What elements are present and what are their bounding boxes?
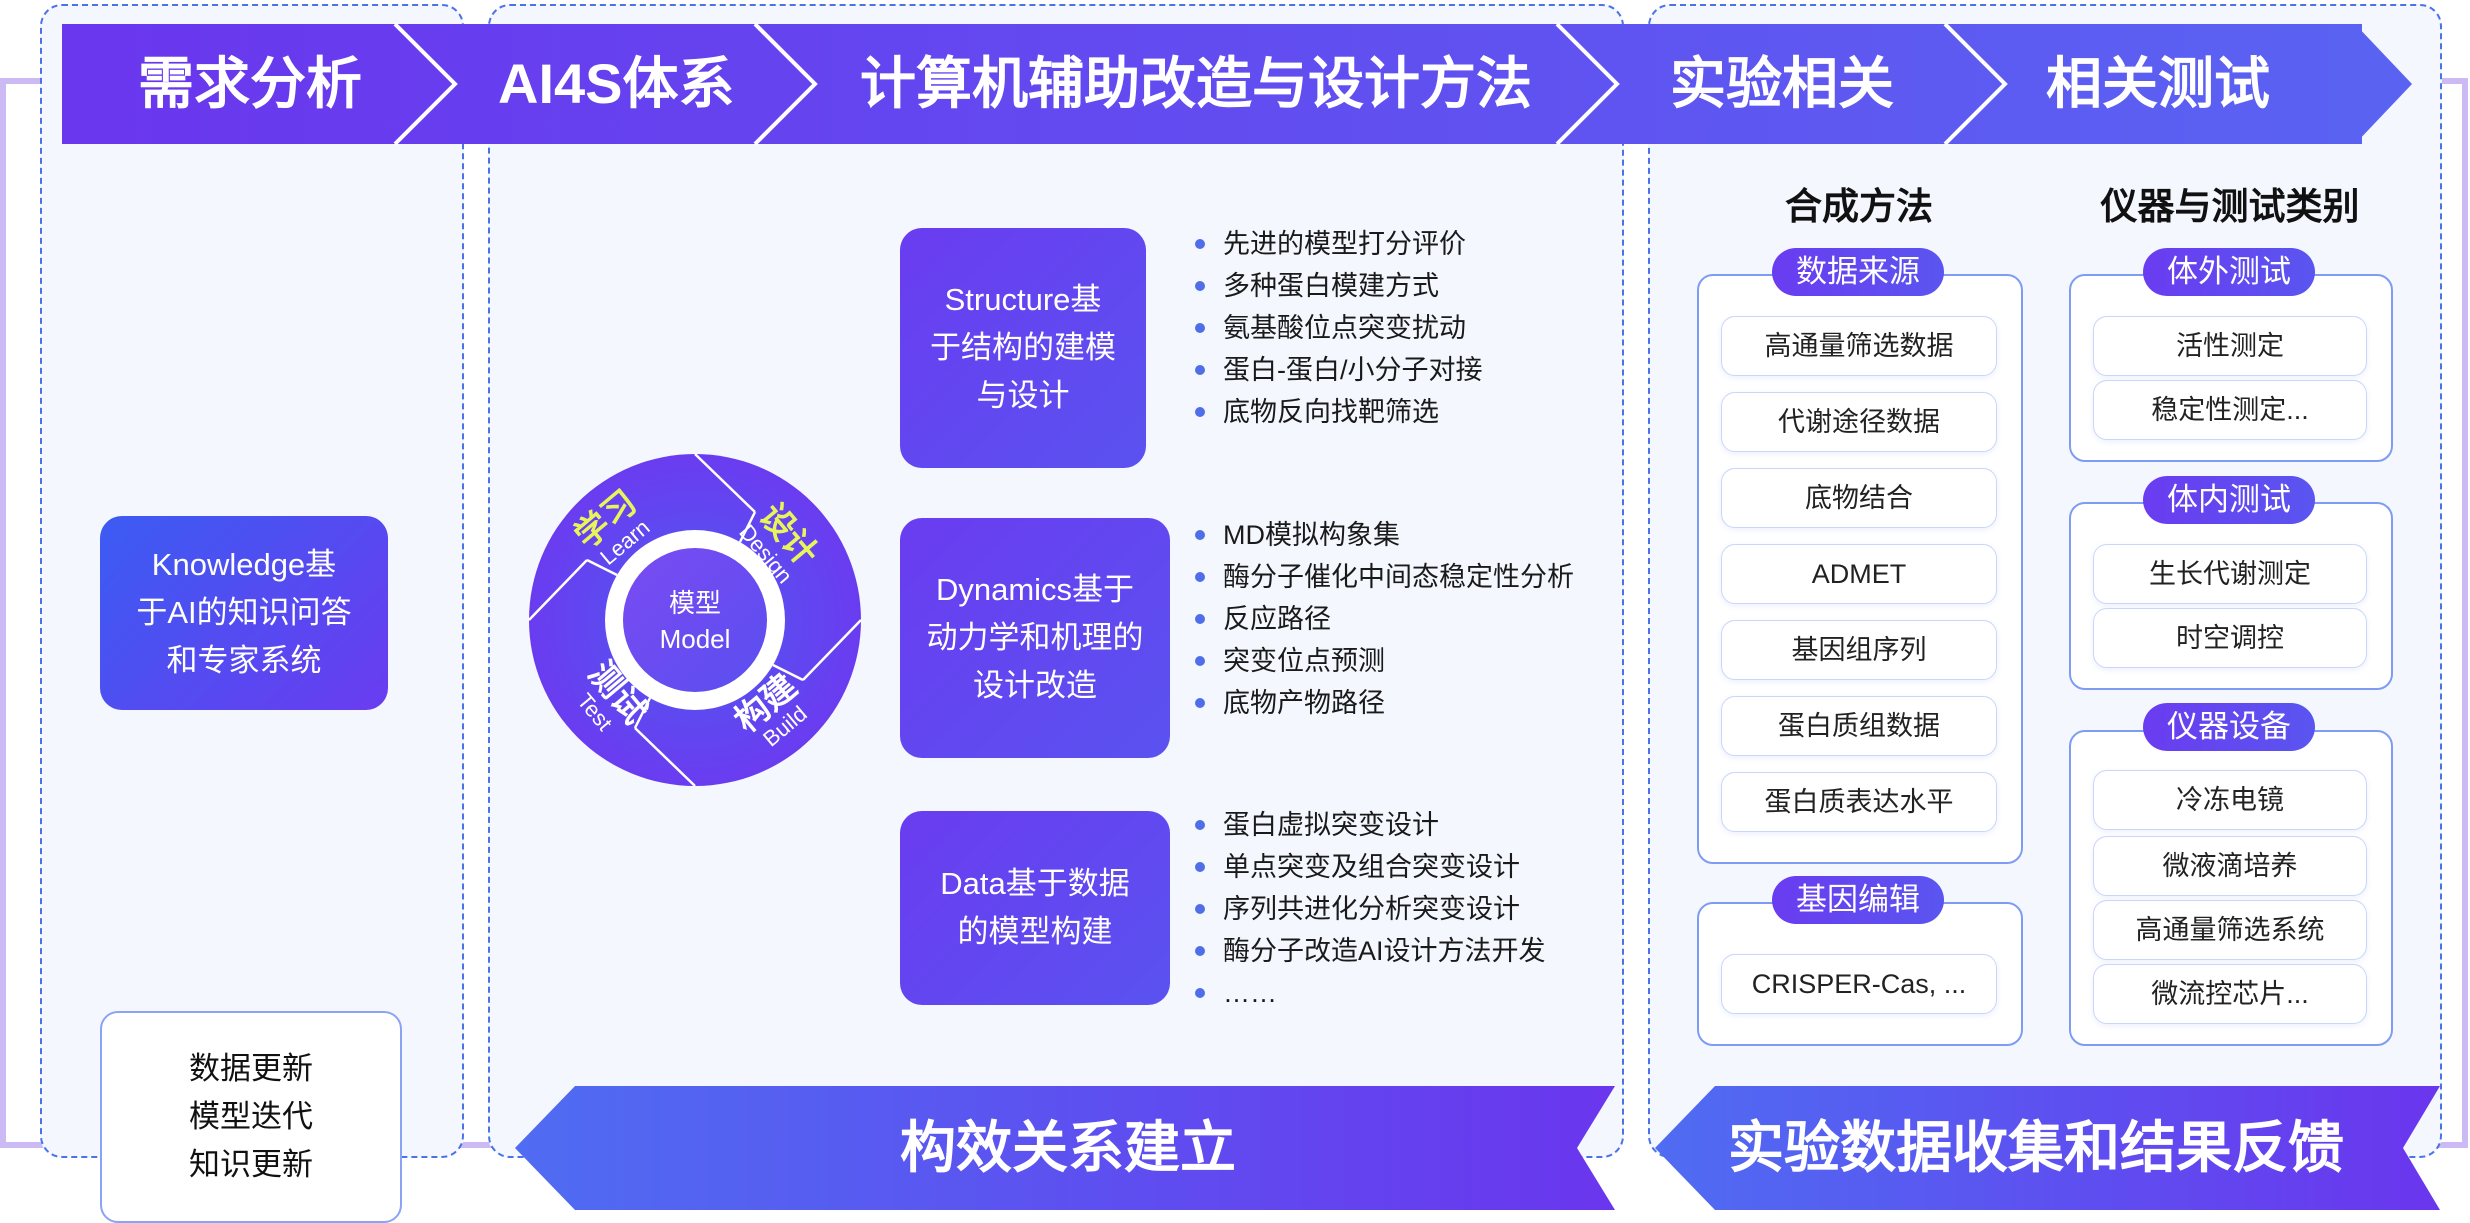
equipment-item: 冷冻电镜 bbox=[2093, 770, 2367, 830]
equipment-item: 高通量筛选系统 bbox=[2093, 900, 2367, 960]
list-item: 酶分子改造AI设计方法开发 bbox=[1195, 930, 1546, 972]
data-source-item: 基因组序列 bbox=[1721, 620, 1997, 680]
feedback-line-right bbox=[2462, 78, 2468, 1148]
gene-editing-item: CRISPER-Cas, ... bbox=[1721, 954, 1997, 1014]
stage-related-tests: 相关测试 bbox=[2046, 52, 2270, 115]
list-item: 底物反向找靶筛选 bbox=[1195, 391, 1483, 433]
banner-experiment-feedback bbox=[1655, 1086, 2440, 1210]
cycle-center bbox=[623, 548, 767, 692]
list-item: 底物产物路径 bbox=[1195, 682, 1574, 724]
list-item: 酶分子催化中间态稳定性分析 bbox=[1195, 556, 1574, 598]
data-source-item: ADMET bbox=[1721, 544, 1997, 604]
method-data-box: Data基于数据 的模型构建 bbox=[900, 811, 1170, 1005]
stage-computer-aided-design: 计算机辅助改造与设计方法 bbox=[860, 52, 1532, 115]
method-structure-box: Structure基 于结构的建模 与设计 bbox=[900, 228, 1146, 468]
banner-experiment-feedback-label: 实验数据收集和结果反馈 bbox=[1728, 1116, 2344, 1179]
list-item: 反应路径 bbox=[1195, 598, 1574, 640]
data-source-item: 底物结合 bbox=[1721, 468, 1997, 528]
method-dynamics-title: Dynamics基于 动力学和机理的 设计改造 bbox=[926, 572, 1144, 703]
data-source-item: 蛋白质表达水平 bbox=[1721, 772, 1997, 832]
in-vitro-item: 活性测定 bbox=[2093, 316, 2367, 376]
cycle-center-en: Model bbox=[660, 624, 731, 654]
list-item: 突变位点预测 bbox=[1195, 640, 1574, 682]
stage-ai4s-system: AI4S体系 bbox=[498, 52, 735, 115]
knowledge-system-box: Knowledge基 于AI的知识问答 和专家系统 bbox=[100, 516, 388, 710]
stage-chevron-bar bbox=[62, 22, 2412, 146]
update-box-text: 数据更新 模型迭代 知识更新 bbox=[189, 1051, 313, 1182]
equipment-item: 微液滴培养 bbox=[2093, 836, 2367, 896]
stage-experiments: 实验相关 bbox=[1670, 52, 1894, 115]
list-item: 蛋白虚拟突变设计 bbox=[1195, 804, 1546, 846]
knowledge-system-text: Knowledge基 于AI的知识问答 和专家系统 bbox=[136, 547, 352, 678]
in-vivo-item: 时空调控 bbox=[2093, 608, 2367, 668]
banner-structure-activity bbox=[515, 1086, 1615, 1210]
data-source-item: 代谢途径数据 bbox=[1721, 392, 1997, 452]
group-gene-editing-label: 基因编辑 bbox=[1772, 876, 1944, 924]
method-structure-bullets: 先进的模型打分评价 多种蛋白模建方式 氨基酸位点突变扰动 蛋白-蛋白/小分子对接… bbox=[1195, 223, 1483, 433]
list-item: …… bbox=[1195, 972, 1546, 1014]
update-box: 数据更新 模型迭代 知识更新 bbox=[100, 1011, 402, 1223]
banner-structure-activity-label: 构效关系建立 bbox=[900, 1116, 1236, 1179]
instruments-title: 仪器与测试类别 bbox=[2100, 186, 2360, 227]
list-item: 先进的模型打分评价 bbox=[1195, 223, 1483, 265]
feedback-line-bottom-right bbox=[396, 1142, 536, 1148]
list-item: 蛋白-蛋白/小分子对接 bbox=[1195, 349, 1483, 391]
equipment-item: 微流控芯片... bbox=[2093, 964, 2367, 1024]
method-dynamics-bullets: MD模拟构象集 酶分子催化中间态稳定性分析 反应路径 突变位点预测 底物产物路径 bbox=[1195, 514, 1574, 724]
feedback-line-left bbox=[0, 78, 6, 1148]
in-vivo-item: 生长代谢测定 bbox=[2093, 544, 2367, 604]
feedback-line-top-left bbox=[0, 78, 40, 84]
group-data-source-label: 数据来源 bbox=[1772, 248, 1944, 296]
method-data-bullets: 蛋白虚拟突变设计 单点突变及组合突变设计 序列共进化分析突变设计 酶分子改造AI… bbox=[1195, 804, 1546, 1014]
group-in-vitro-label: 体外测试 bbox=[2143, 248, 2315, 296]
method-dynamics-box: Dynamics基于 动力学和机理的 设计改造 bbox=[900, 518, 1170, 758]
list-item: 单点突变及组合突变设计 bbox=[1195, 846, 1546, 888]
method-data-title: Data基于数据 的模型构建 bbox=[940, 866, 1130, 949]
in-vitro-item: 稳定性测定... bbox=[2093, 380, 2367, 440]
stage-requirement-analysis: 需求分析 bbox=[138, 52, 362, 115]
list-item: MD模拟构象集 bbox=[1195, 514, 1574, 556]
data-source-item: 高通量筛选数据 bbox=[1721, 316, 1997, 376]
list-item: 氨基酸位点突变扰动 bbox=[1195, 307, 1483, 349]
dbtl-cycle: 模型 Model 学习 Learn 设计 Design 构建 Build 测试 … bbox=[528, 453, 862, 787]
list-item: 多种蛋白模建方式 bbox=[1195, 265, 1483, 307]
method-structure-title: Structure基 于结构的建模 与设计 bbox=[930, 282, 1116, 413]
data-source-item: 蛋白质组数据 bbox=[1721, 696, 1997, 756]
cycle-center-zh: 模型 bbox=[669, 588, 721, 618]
list-item: 序列共进化分析突变设计 bbox=[1195, 888, 1546, 930]
group-equipment-label: 仪器设备 bbox=[2143, 703, 2315, 751]
synthesis-title: 合成方法 bbox=[1785, 186, 1933, 227]
group-in-vivo-label: 体内测试 bbox=[2143, 476, 2315, 524]
